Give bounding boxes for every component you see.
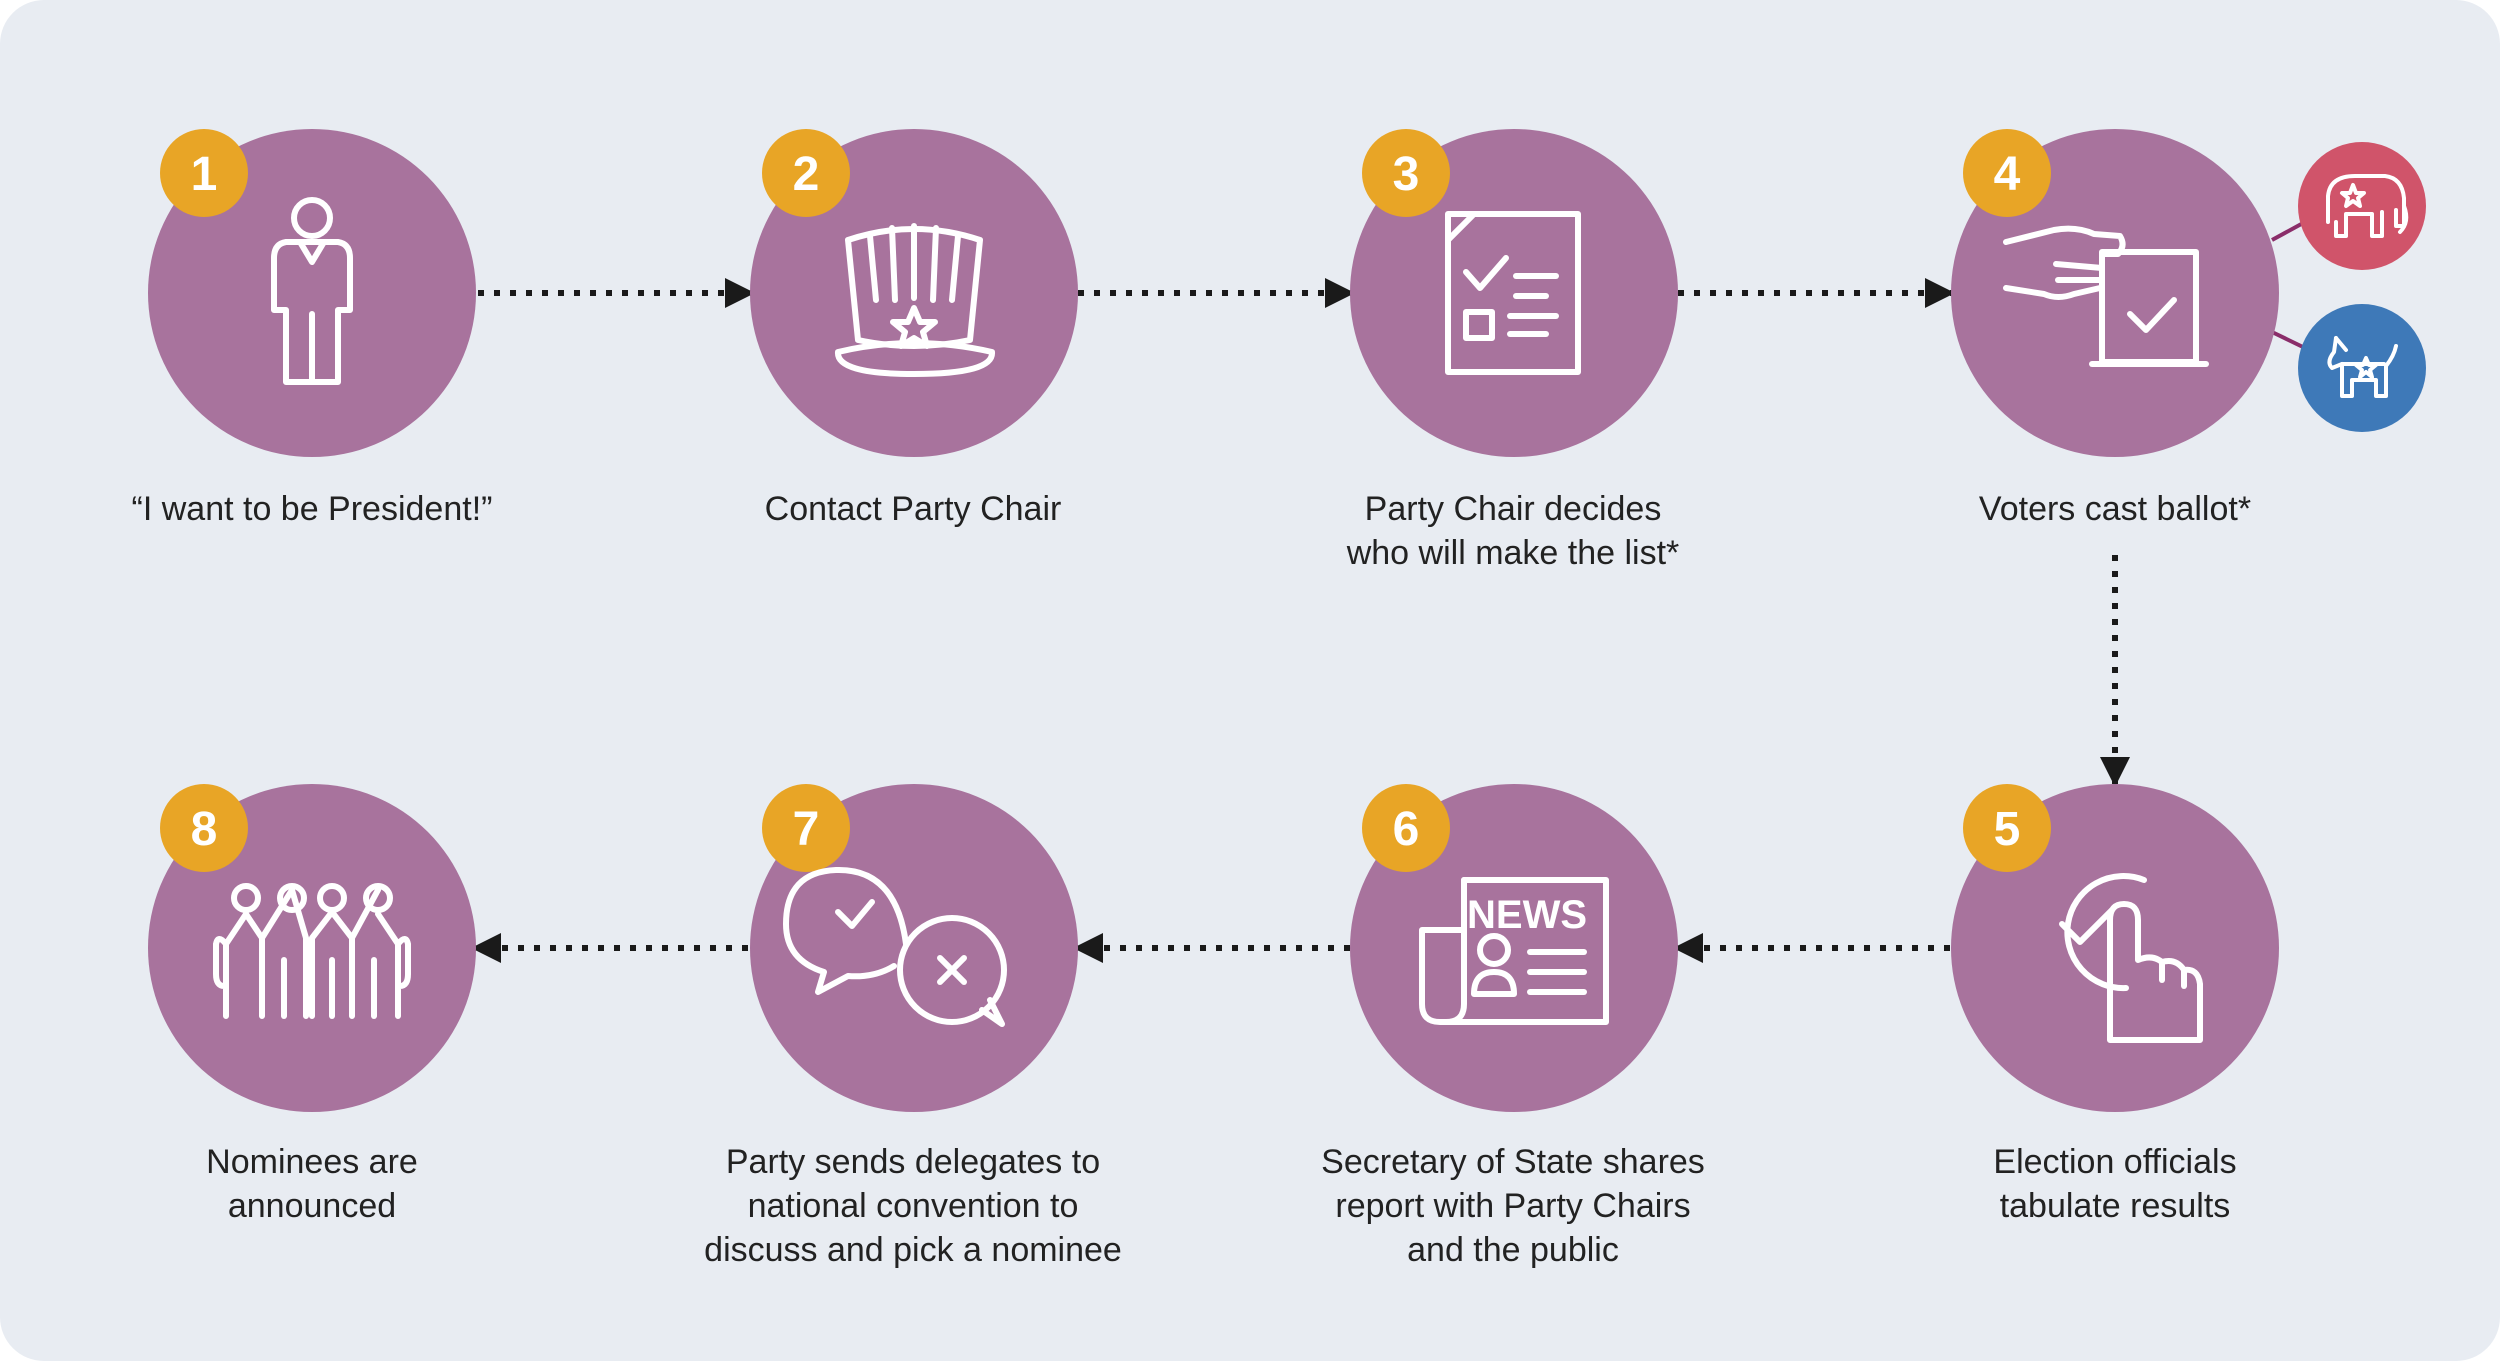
republican-link: [2271, 220, 2306, 242]
connectors: [471, 278, 2130, 963]
step-1-badge: [160, 129, 248, 217]
elephant-icon: [2326, 174, 2409, 238]
step-7-badge: [762, 784, 850, 872]
checklist-document-icon: [1445, 211, 1581, 375]
step-8-label: Nominees are announced: [206, 1143, 418, 1225]
step-3-badge: [1362, 129, 1450, 217]
step-2-number: 2: [793, 148, 820, 201]
step-7-label: Party sends delegates to national conven…: [704, 1143, 1122, 1269]
step-4-label: Voters cast ballot*: [1978, 490, 2252, 528]
step-3-number: 3: [1393, 148, 1420, 201]
step-1-circle: [148, 129, 476, 457]
group-celebrating-icon: [213, 883, 411, 1019]
step-badges: 1 2 3 4 5 6 7 8: [160, 129, 2051, 872]
step-6-number: 6: [1393, 803, 1420, 856]
step-3-label: Party Chair decides who will make the li…: [1346, 490, 1680, 572]
step-circles: [148, 129, 2279, 1112]
chat-bubbles-icon: [783, 866, 1007, 1027]
person-icon: [271, 197, 353, 385]
newspaper-icon: NEWS: [1419, 877, 1609, 1025]
step-4-badge: [1963, 129, 2051, 217]
step-3-circle: [1350, 129, 1678, 457]
step-7-circle: [750, 784, 1078, 1112]
step-4-circle: [1951, 129, 2279, 457]
donkey-icon: [2327, 336, 2398, 398]
ballot-box-icon: [2003, 225, 2209, 367]
step-2-label: Contact Party Chair: [764, 490, 1062, 528]
step-6-badge: [1362, 784, 1450, 872]
step-6-label: Secretary of State shares report with Pa…: [1321, 1143, 1705, 1269]
step-4-number: 4: [1994, 148, 2021, 201]
step-1-label: “I want to be President!”: [131, 490, 493, 528]
step-icons: NEWS: [213, 197, 2209, 1043]
democrat-link: [2271, 330, 2306, 350]
step-7-number: 7: [793, 803, 820, 856]
democrat-badge: [2298, 304, 2426, 432]
step-5-badge: [1963, 784, 2051, 872]
republican-badge: [2298, 142, 2426, 270]
step-1-number: 1: [191, 148, 218, 201]
step-8-number: 8: [191, 803, 218, 856]
step-2-badge: [762, 129, 850, 217]
step-5-number: 5: [1994, 803, 2021, 856]
news-word: NEWS: [1467, 893, 1587, 937]
uncle-sam-hat-icon: [835, 223, 995, 377]
step-8-badge: [160, 784, 248, 872]
hand-pointer-check-icon: [2059, 873, 2203, 1043]
step-5-label: Election officials tabulate results: [1993, 1143, 2237, 1225]
party-indicators: [2271, 142, 2426, 432]
step-6-circle: [1350, 784, 1678, 1112]
